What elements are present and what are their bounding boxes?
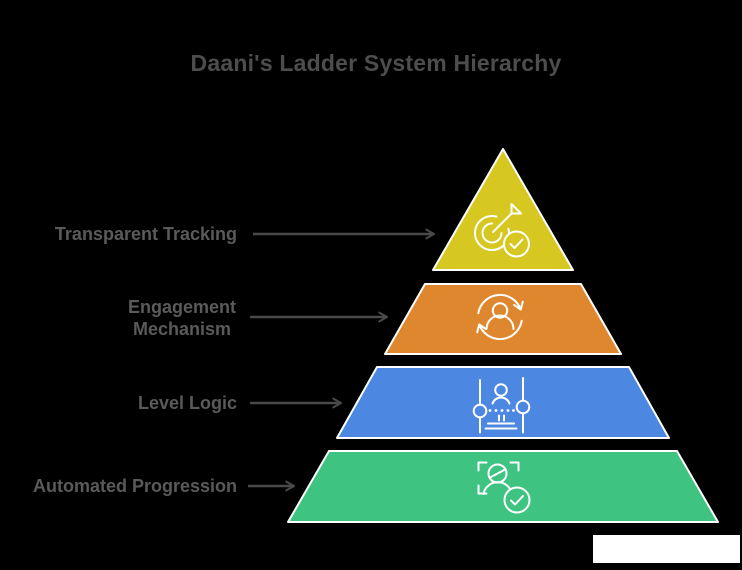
label-automated-progression: Automated Progression <box>32 476 237 496</box>
pyramid-level-3-shape <box>336 366 670 439</box>
scan-bracket-top-right <box>509 461 520 472</box>
dotted-line <box>488 409 515 412</box>
dart-shaft <box>492 212 513 233</box>
person-head <box>491 302 509 319</box>
slider-knob-right <box>515 399 531 415</box>
person-scan-check-icon <box>477 461 531 514</box>
check-badge-circle <box>503 486 531 514</box>
person-shoulders <box>485 314 515 330</box>
label-level-logic: Level Logic <box>137 393 237 413</box>
check-mark <box>509 238 524 249</box>
slider-knob-left <box>472 403 488 419</box>
pyramid-level-2-shape <box>384 283 622 355</box>
head-scan-line <box>489 468 506 479</box>
check-badge-circle <box>503 230 530 258</box>
label-transparent-tracking: Transparent Tracking <box>54 224 237 244</box>
scan-bracket-top-left <box>477 461 488 472</box>
target-dart-check-icon <box>473 203 530 258</box>
watermark-box <box>593 535 740 563</box>
label-engagement-mechanism: Engagement Mechanism <box>127 297 237 339</box>
pyramid-level-1-shape <box>432 148 574 271</box>
check-mark <box>510 495 524 506</box>
refresh-arrowhead-top <box>513 300 524 311</box>
diagram-title: Daani's Ladder System Hierarchy <box>190 50 562 76</box>
target-inner-ring <box>481 222 503 244</box>
person-head <box>494 383 508 397</box>
pyramid-level-4-shape <box>287 450 719 523</box>
refresh-arc-bottom <box>478 319 523 341</box>
person-level-sliders-icon <box>472 377 531 434</box>
refresh-arc-top <box>477 293 522 315</box>
person-shoulders <box>491 396 511 405</box>
person-refresh-cycle-icon <box>476 293 524 341</box>
refresh-arrowhead-bottom <box>476 323 487 334</box>
dart-fletching <box>510 203 522 215</box>
